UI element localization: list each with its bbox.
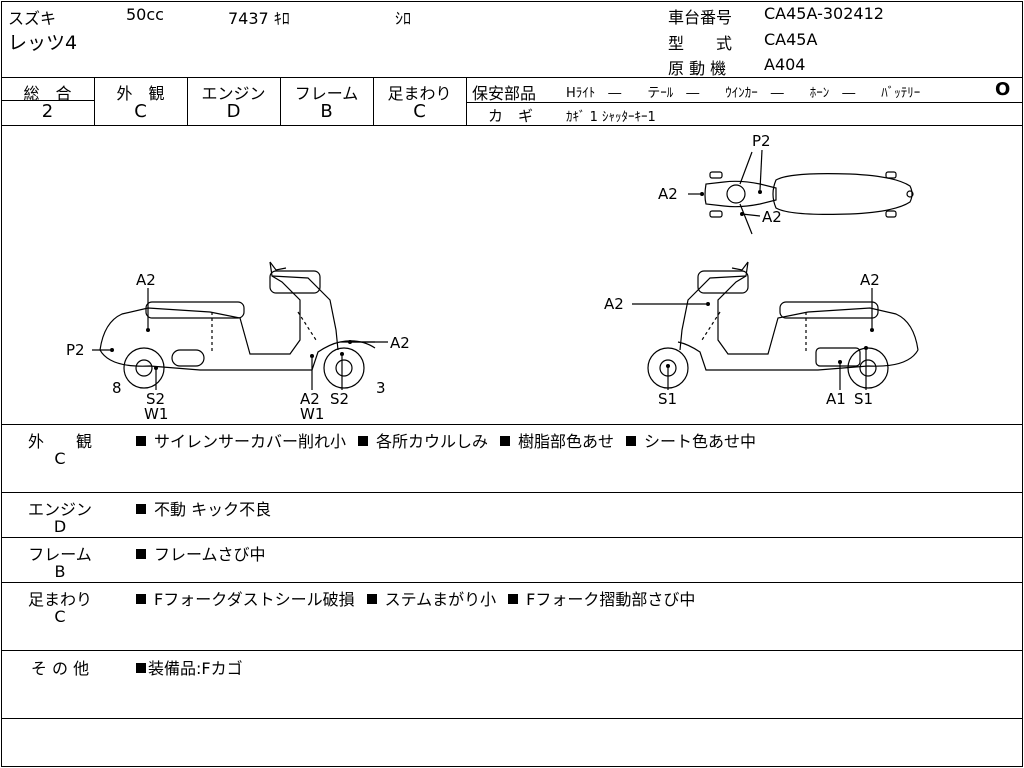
damage-label: 3 <box>376 379 386 397</box>
engine-label: 原 動 機 <box>668 59 727 78</box>
divider <box>1 125 1022 126</box>
divider <box>466 102 1022 103</box>
damage-label: S2 <box>146 390 165 408</box>
remark-category-suspension: 足まわり <box>27 590 92 609</box>
scooter-diagram: P2 A2 A2 A2 P2 8 S2 W1 A2 A2 W1 S2 3 A2 … <box>66 132 919 423</box>
divider <box>1 77 1022 78</box>
remark-items-engine: 不動 キック不良 <box>136 496 283 520</box>
model-name: レッツ4 <box>8 32 78 54</box>
remark-grade-frame: B <box>54 562 66 581</box>
damage-label: S1 <box>658 390 677 408</box>
damage-label: A2 <box>860 271 880 289</box>
grade-value-overall: 2 <box>41 101 54 122</box>
grade-value-exterior: C <box>134 101 147 122</box>
grade-label-frame: フレーム <box>294 84 359 103</box>
divider <box>373 77 374 125</box>
remark-grade-exterior: C <box>54 449 66 468</box>
damage-label: S2 <box>330 390 349 408</box>
divider <box>1 424 1022 425</box>
grade-value-engine: D <box>226 101 241 122</box>
divider <box>1 582 1022 583</box>
damage-label: P2 <box>752 132 771 150</box>
damage-label: A2 <box>604 295 624 313</box>
safety-items: Hﾗｲﾄ ― テｰﾙ ― ｳｲﾝｶｰ ― ﾎｰﾝ ― ﾊﾞｯﾃﾘｰ <box>566 86 921 101</box>
divider <box>94 77 95 125</box>
damage-label: A1 <box>826 390 846 408</box>
damage-label: W1 <box>300 405 324 423</box>
grade-value-suspension: C <box>413 101 426 122</box>
remark-items-other: 装備品:Fカゴ <box>136 655 255 679</box>
mileage: 7437 ｷﾛ <box>228 9 290 28</box>
damage-label: A2 <box>762 208 782 226</box>
damage-label: P2 <box>66 341 85 359</box>
remark-category-exterior: 外 観 <box>27 432 92 451</box>
remark-category-other: そ の 他 <box>30 659 90 678</box>
divider <box>466 77 467 125</box>
type-label: 型 式 <box>668 34 733 53</box>
divider <box>187 77 188 125</box>
grade-label-overall: 総 合 <box>23 84 72 103</box>
divider <box>1 100 94 101</box>
engine-value: A404 <box>764 55 806 74</box>
damage-label: S1 <box>854 390 873 408</box>
grade-label-suspension: 足まわり <box>387 84 452 103</box>
damage-label: A2 <box>390 334 410 352</box>
damage-label: 8 <box>112 379 122 397</box>
damage-label: A2 <box>136 271 156 289</box>
frame-no: CA45A-302412 <box>764 4 884 23</box>
grade-value-frame: B <box>320 101 333 122</box>
battery-mark: O <box>995 79 1011 100</box>
grade-label-exterior: 外 観 <box>116 84 165 103</box>
key-label: カ ギ <box>488 107 534 125</box>
type-value: CA45A <box>764 30 818 49</box>
key-value: ｶｷﾞ 1 ｼｬｯﾀｰｷｰ1 <box>566 110 656 125</box>
divider <box>1 650 1022 651</box>
remark-grade-engine: D <box>53 517 67 536</box>
safety-label: 保安部品 <box>472 84 537 103</box>
remark-grade-suspension: C <box>54 607 66 626</box>
grade-label-engine: エンジン <box>201 84 266 103</box>
remark-category-engine: エンジン <box>27 500 92 519</box>
displacement: 50cc <box>126 5 164 24</box>
damage-label: A2 <box>658 185 678 203</box>
scooter-right-view <box>647 261 919 389</box>
remark-items-frame: フレームさび中 <box>136 541 278 565</box>
divider <box>1 537 1022 538</box>
divider <box>1 492 1022 493</box>
scooter-left-view <box>99 261 376 389</box>
damage-label: A2 <box>300 390 320 408</box>
frame-no-label: 車台番号 <box>668 8 733 27</box>
body-color: ｼﾛ <box>395 9 412 28</box>
damage-label: W1 <box>144 405 168 423</box>
divider <box>280 77 281 125</box>
scooter-top-view <box>704 151 914 235</box>
divider <box>1 718 1022 719</box>
remark-category-frame: フレーム <box>28 545 92 564</box>
maker: スズキ <box>8 9 57 28</box>
remark-items-exterior: サイレンサーカバー削れ小各所カウルしみ樹脂部色あせシート色あせ中 <box>136 428 768 452</box>
